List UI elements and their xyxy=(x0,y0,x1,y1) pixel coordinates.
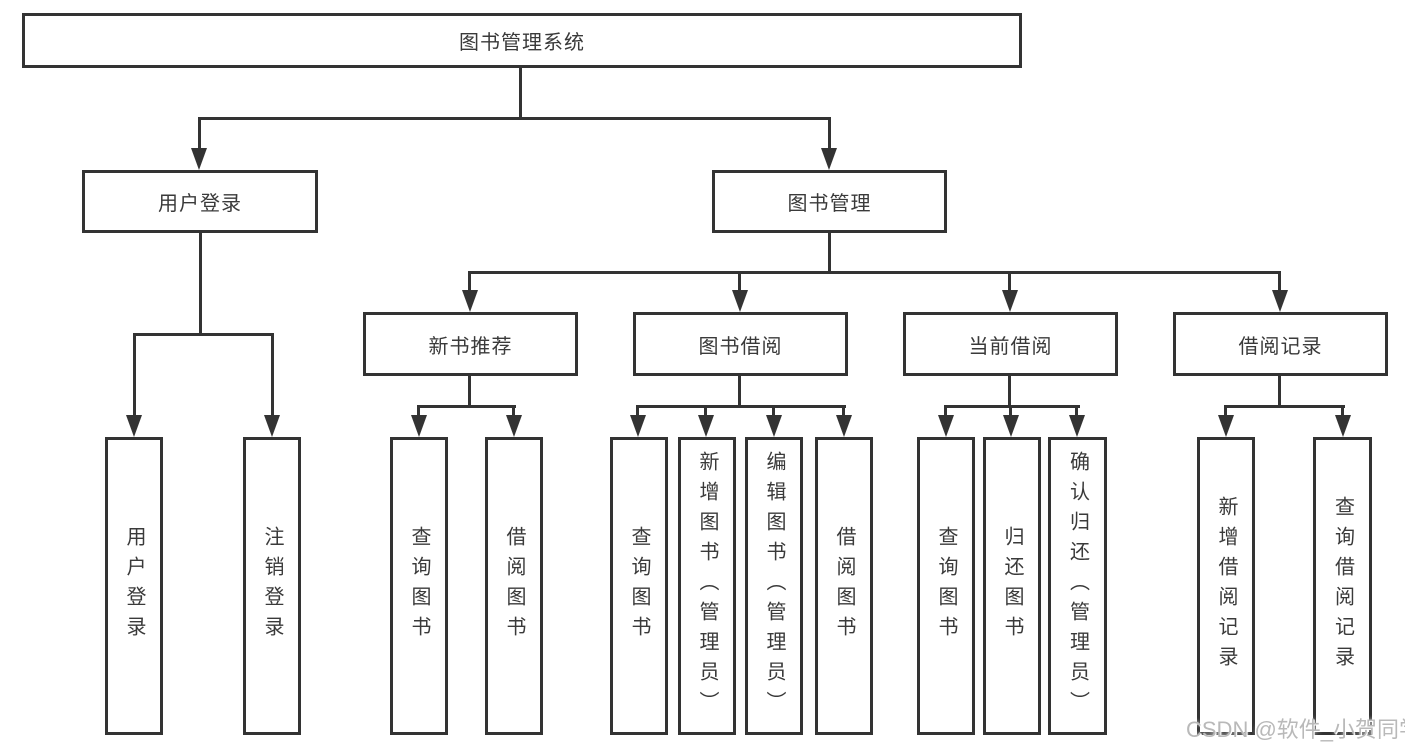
node-confirm-return-admin: 确认归还（管理员） xyxy=(1048,437,1107,735)
node-label: 当前借阅 xyxy=(968,335,1053,358)
arrowhead-icon xyxy=(411,415,427,437)
node-label: 查询图书 xyxy=(408,526,430,646)
node-label: 确认归还（管理员） xyxy=(1066,451,1089,721)
node-label: 用户登录 xyxy=(158,193,242,215)
node-query-books-current: 查询图书 xyxy=(917,437,975,735)
connector-line xyxy=(944,405,947,419)
node-label: 编辑图书（管理员） xyxy=(763,451,785,721)
connector-line xyxy=(704,405,707,419)
arrowhead-icon xyxy=(732,290,748,312)
node-label: 借阅图书 xyxy=(833,526,855,646)
connector-line xyxy=(772,405,775,419)
connector-line xyxy=(198,117,201,150)
node-label: 图书借阅 xyxy=(698,335,783,358)
node-user-login: 用户登录 xyxy=(105,437,163,735)
connector-line xyxy=(468,376,471,407)
arrowhead-icon xyxy=(191,148,207,170)
csdn-watermark: CSDN @软件_小贺同学 xyxy=(1186,717,1405,742)
node-label: 查询图书 xyxy=(935,526,957,646)
arrowhead-icon xyxy=(1218,415,1234,437)
arrowhead-icon xyxy=(1335,415,1351,437)
node-label: 借阅记录 xyxy=(1238,335,1323,358)
connector-line xyxy=(1008,376,1011,407)
node-new-book-recommend: 新书推荐 xyxy=(363,312,578,376)
node-label: 新增图书（管理员） xyxy=(696,451,718,721)
connector-line xyxy=(1278,271,1281,293)
connector-line xyxy=(636,405,846,408)
node-add-borrow-record: 新增借阅记录 xyxy=(1197,437,1255,735)
arrowhead-icon xyxy=(821,148,837,170)
node-root-system: 图书管理系统 xyxy=(22,13,1022,68)
node-query-borrow-record: 查询借阅记录 xyxy=(1313,437,1372,735)
connector-line xyxy=(1008,271,1011,293)
node-label: 新书推荐 xyxy=(428,335,513,358)
arrowhead-icon xyxy=(506,415,522,437)
node-return-books: 归还图书 xyxy=(983,437,1041,735)
connector-line xyxy=(1075,405,1078,419)
connector-line xyxy=(1224,405,1345,408)
connector-line xyxy=(417,405,420,419)
connector-line xyxy=(828,117,831,150)
connector-line xyxy=(417,405,516,408)
connector-line xyxy=(738,376,741,407)
arrowhead-icon xyxy=(126,415,142,437)
connector-line xyxy=(271,333,274,417)
arrowhead-icon xyxy=(630,415,646,437)
arrowhead-icon xyxy=(766,415,782,437)
arrowhead-icon xyxy=(462,290,478,312)
arrowhead-icon xyxy=(938,415,954,437)
node-borrowing-records: 借阅记录 xyxy=(1173,312,1388,376)
arrowhead-icon xyxy=(264,415,280,437)
connector-line xyxy=(944,405,1080,408)
connector-line xyxy=(468,271,1281,274)
connector-line xyxy=(199,233,202,335)
node-query-books-recommend: 查询图书 xyxy=(390,437,448,735)
connector-line xyxy=(1278,376,1281,407)
node-edit-books-admin: 编辑图书（管理员） xyxy=(745,437,803,735)
node-current-borrowing: 当前借阅 xyxy=(903,312,1118,376)
arrowhead-icon xyxy=(1003,415,1019,437)
connector-line xyxy=(519,68,522,118)
node-label: 图书管理 xyxy=(787,193,872,215)
node-book-borrowing: 图书借阅 xyxy=(633,312,848,376)
node-label: 注销登录 xyxy=(261,526,283,646)
connector-line xyxy=(198,117,831,120)
node-label: 查询图书 xyxy=(628,526,650,646)
node-label: 新增借阅记录 xyxy=(1215,496,1237,676)
connector-line xyxy=(1224,405,1227,419)
arrowhead-icon xyxy=(1002,290,1018,312)
arrowhead-icon xyxy=(698,415,714,437)
connector-line xyxy=(133,333,274,336)
connector-line xyxy=(1341,405,1344,419)
connector-line xyxy=(468,271,471,293)
node-add-books-admin: 新增图书（管理员） xyxy=(678,437,736,735)
connector-line xyxy=(738,271,741,293)
node-label: 查询借阅记录 xyxy=(1331,496,1354,676)
connector-line xyxy=(842,405,845,419)
node-book-management-branch: 图书管理 xyxy=(712,170,947,233)
arrowhead-icon xyxy=(1069,415,1085,437)
connector-line xyxy=(828,233,831,274)
node-logout: 注销登录 xyxy=(243,437,301,735)
node-label: 借阅图书 xyxy=(503,526,525,646)
node-label: 图书管理系统 xyxy=(459,32,585,54)
connector-line xyxy=(512,405,515,419)
connector-line xyxy=(133,333,136,417)
node-label: 归还图书 xyxy=(1001,526,1023,646)
node-user-login-branch: 用户登录 xyxy=(82,170,318,233)
node-label: 用户登录 xyxy=(123,526,145,646)
connector-line xyxy=(1009,405,1012,419)
node-query-books-borrowing: 查询图书 xyxy=(610,437,668,735)
node-borrow-books-recommend: 借阅图书 xyxy=(485,437,543,735)
node-borrow-books-borrowing: 借阅图书 xyxy=(815,437,873,735)
arrowhead-icon xyxy=(836,415,852,437)
connector-line xyxy=(636,405,639,419)
arrowhead-icon xyxy=(1272,290,1288,312)
